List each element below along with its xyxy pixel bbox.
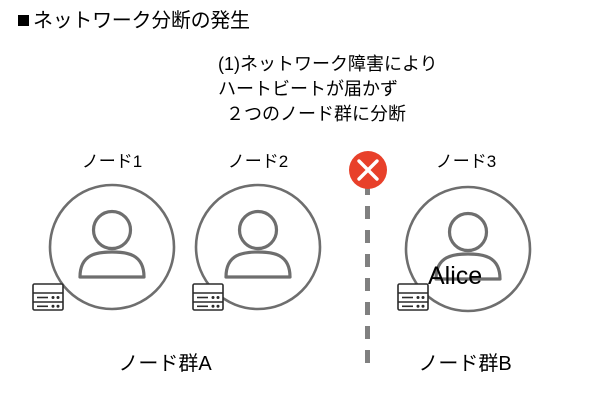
person-in-circle-icon (194, 183, 322, 311)
node-3 (403, 184, 533, 314)
node-label-2: ノード2 (227, 152, 289, 171)
caption-line-1: (1)ネットワーク障害により (218, 54, 438, 74)
node-label-3: ノード3 (435, 152, 497, 171)
annotation-caption: (1)ネットワーク障害により ハートビートが届かず ２つのノード群に分断 (218, 52, 438, 127)
square-bullet-icon (18, 15, 29, 26)
server-rack-icon (396, 282, 430, 312)
page-title: ネットワーク分断の発生 (18, 8, 250, 34)
node-label-1: ノード1 (81, 152, 143, 171)
red-circle-x-icon (348, 150, 388, 190)
node-2 (193, 182, 323, 312)
server-rack-icon (31, 282, 65, 312)
node-1 (47, 182, 177, 312)
page-title-text: ネットワーク分断の発生 (33, 10, 250, 32)
group-label-b: ノード群B (418, 353, 512, 375)
person-in-circle-icon (404, 185, 532, 313)
caption-line-3: ２つのノード群に分断 (226, 104, 406, 124)
group-label-a: ノード群A (118, 353, 212, 375)
server-rack-icon (191, 282, 225, 312)
node-3-user-name: Alice (428, 262, 483, 290)
person-in-circle-icon (48, 183, 176, 311)
caption-line-2: ハートビートが届かず (218, 79, 398, 99)
partition-dashed-line (365, 182, 370, 374)
